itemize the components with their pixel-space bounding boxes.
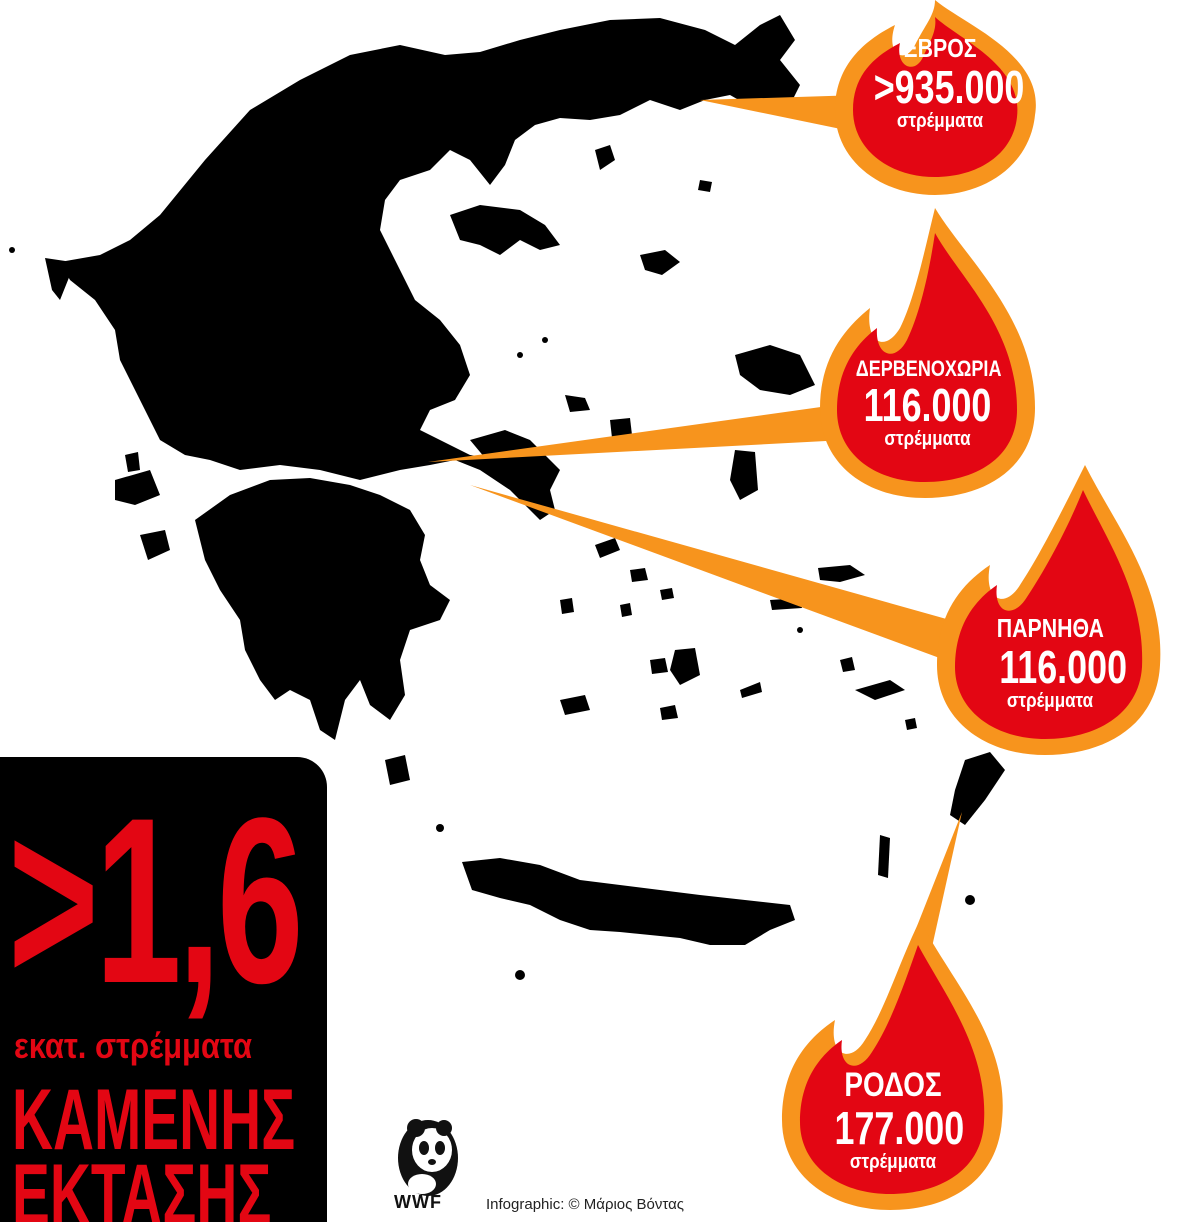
wwf-logo-text: WWF [394, 1192, 442, 1212]
flame-dervenochoria [820, 208, 1035, 498]
flame-evros [835, 0, 1036, 195]
mykonos [660, 588, 674, 600]
zakynthos [140, 530, 170, 560]
peloponnese [195, 478, 450, 740]
islet [965, 895, 975, 905]
milos [560, 695, 590, 715]
kea [560, 598, 574, 614]
greece-map [9, 15, 1005, 980]
flame-rodos [782, 920, 1003, 1210]
lemnos [640, 250, 680, 275]
islet [517, 352, 523, 358]
islet [542, 337, 548, 343]
fire-label-dervenochoria: ΔΕΡΒΕΝΟΧΩΡΙΑ 116.000 στρέμματα [840, 356, 1015, 451]
syros [620, 603, 632, 617]
rhodes [950, 752, 1005, 825]
kalymnos [840, 657, 855, 672]
beams [428, 95, 962, 1020]
crete [462, 858, 795, 945]
karpathos [878, 835, 890, 878]
total-line-2: ΕΚΤΑΣΗΣ [12, 1147, 272, 1222]
santorini [660, 705, 678, 720]
fire-value: 177.000 [834, 1102, 965, 1154]
fire-unit: στρέμματα [896, 110, 984, 132]
flame-inner [800, 945, 985, 1194]
kythira [385, 755, 410, 785]
beam-parnitha [470, 485, 950, 660]
paros [650, 658, 668, 674]
flames [782, 0, 1161, 1210]
panda-icon [398, 1119, 458, 1196]
andros [595, 538, 620, 558]
samothrace [698, 180, 712, 192]
tilos [905, 718, 917, 730]
total-value: >1,6 [8, 769, 304, 1033]
fire-name: ΡΟΔΟΣ [844, 1066, 942, 1104]
flame-inner [853, 17, 1018, 177]
flame-inner [955, 490, 1143, 739]
fire-label-parnitha: ΠΑΡΝΗΘΑ 116.000 στρέμματα [985, 613, 1128, 713]
flame-parnitha [937, 465, 1161, 755]
islet [436, 824, 444, 832]
samos [818, 565, 865, 582]
naxos [670, 648, 700, 685]
sporades [565, 395, 590, 412]
fire-unit: στρέμματα [1006, 690, 1094, 712]
chalkidiki [450, 205, 560, 255]
fire-name: ΠΑΡΝΗΘΑ [996, 613, 1104, 643]
lefkada [125, 452, 140, 472]
mainland-north [60, 15, 800, 520]
flame-inner [837, 233, 1017, 482]
total-line-1: ΚΑΜΕΝΗΣ [12, 1072, 296, 1168]
corfu [45, 258, 72, 300]
beam-evros [700, 95, 870, 135]
islet [797, 627, 803, 633]
islet [9, 247, 15, 253]
credit: Infographic: © Μάριος Βόντας [486, 1196, 685, 1213]
total-unit: εκατ. στρέμματα [14, 1025, 253, 1066]
fire-name: ΔΕΡΒΕΝΟΧΩΡΙΑ [855, 356, 1002, 381]
fire-value: 116.000 [999, 641, 1128, 693]
fire-label-rodos: ΡΟΔΟΣ 177.000 στρέμματα [818, 1066, 968, 1174]
skyros [610, 418, 632, 438]
lesvos [735, 345, 815, 395]
total-burned-box: >1,6 εκατ. στρέμματα ΚΑΜΕΝΗΣ ΕΚΤΑΣΗΣ [0, 757, 327, 1222]
chios [730, 450, 758, 500]
fire-value: 116.000 [863, 379, 992, 431]
fire-unit: στρέμματα [849, 1151, 937, 1173]
tinos [630, 568, 648, 582]
kos [855, 680, 905, 700]
fire-label-evros: ΕΒΡΟΣ >935.000 στρέμματα [855, 33, 1025, 133]
amorgos [740, 682, 762, 698]
fire-name: ΕΒΡΟΣ [903, 33, 977, 63]
fire-value: >935.000 [873, 61, 1025, 113]
thasos [595, 145, 615, 170]
kefalonia [115, 470, 160, 505]
islet [515, 970, 525, 980]
beam-dervenochoria [428, 405, 845, 462]
fire-unit: στρέμματα [884, 428, 971, 450]
